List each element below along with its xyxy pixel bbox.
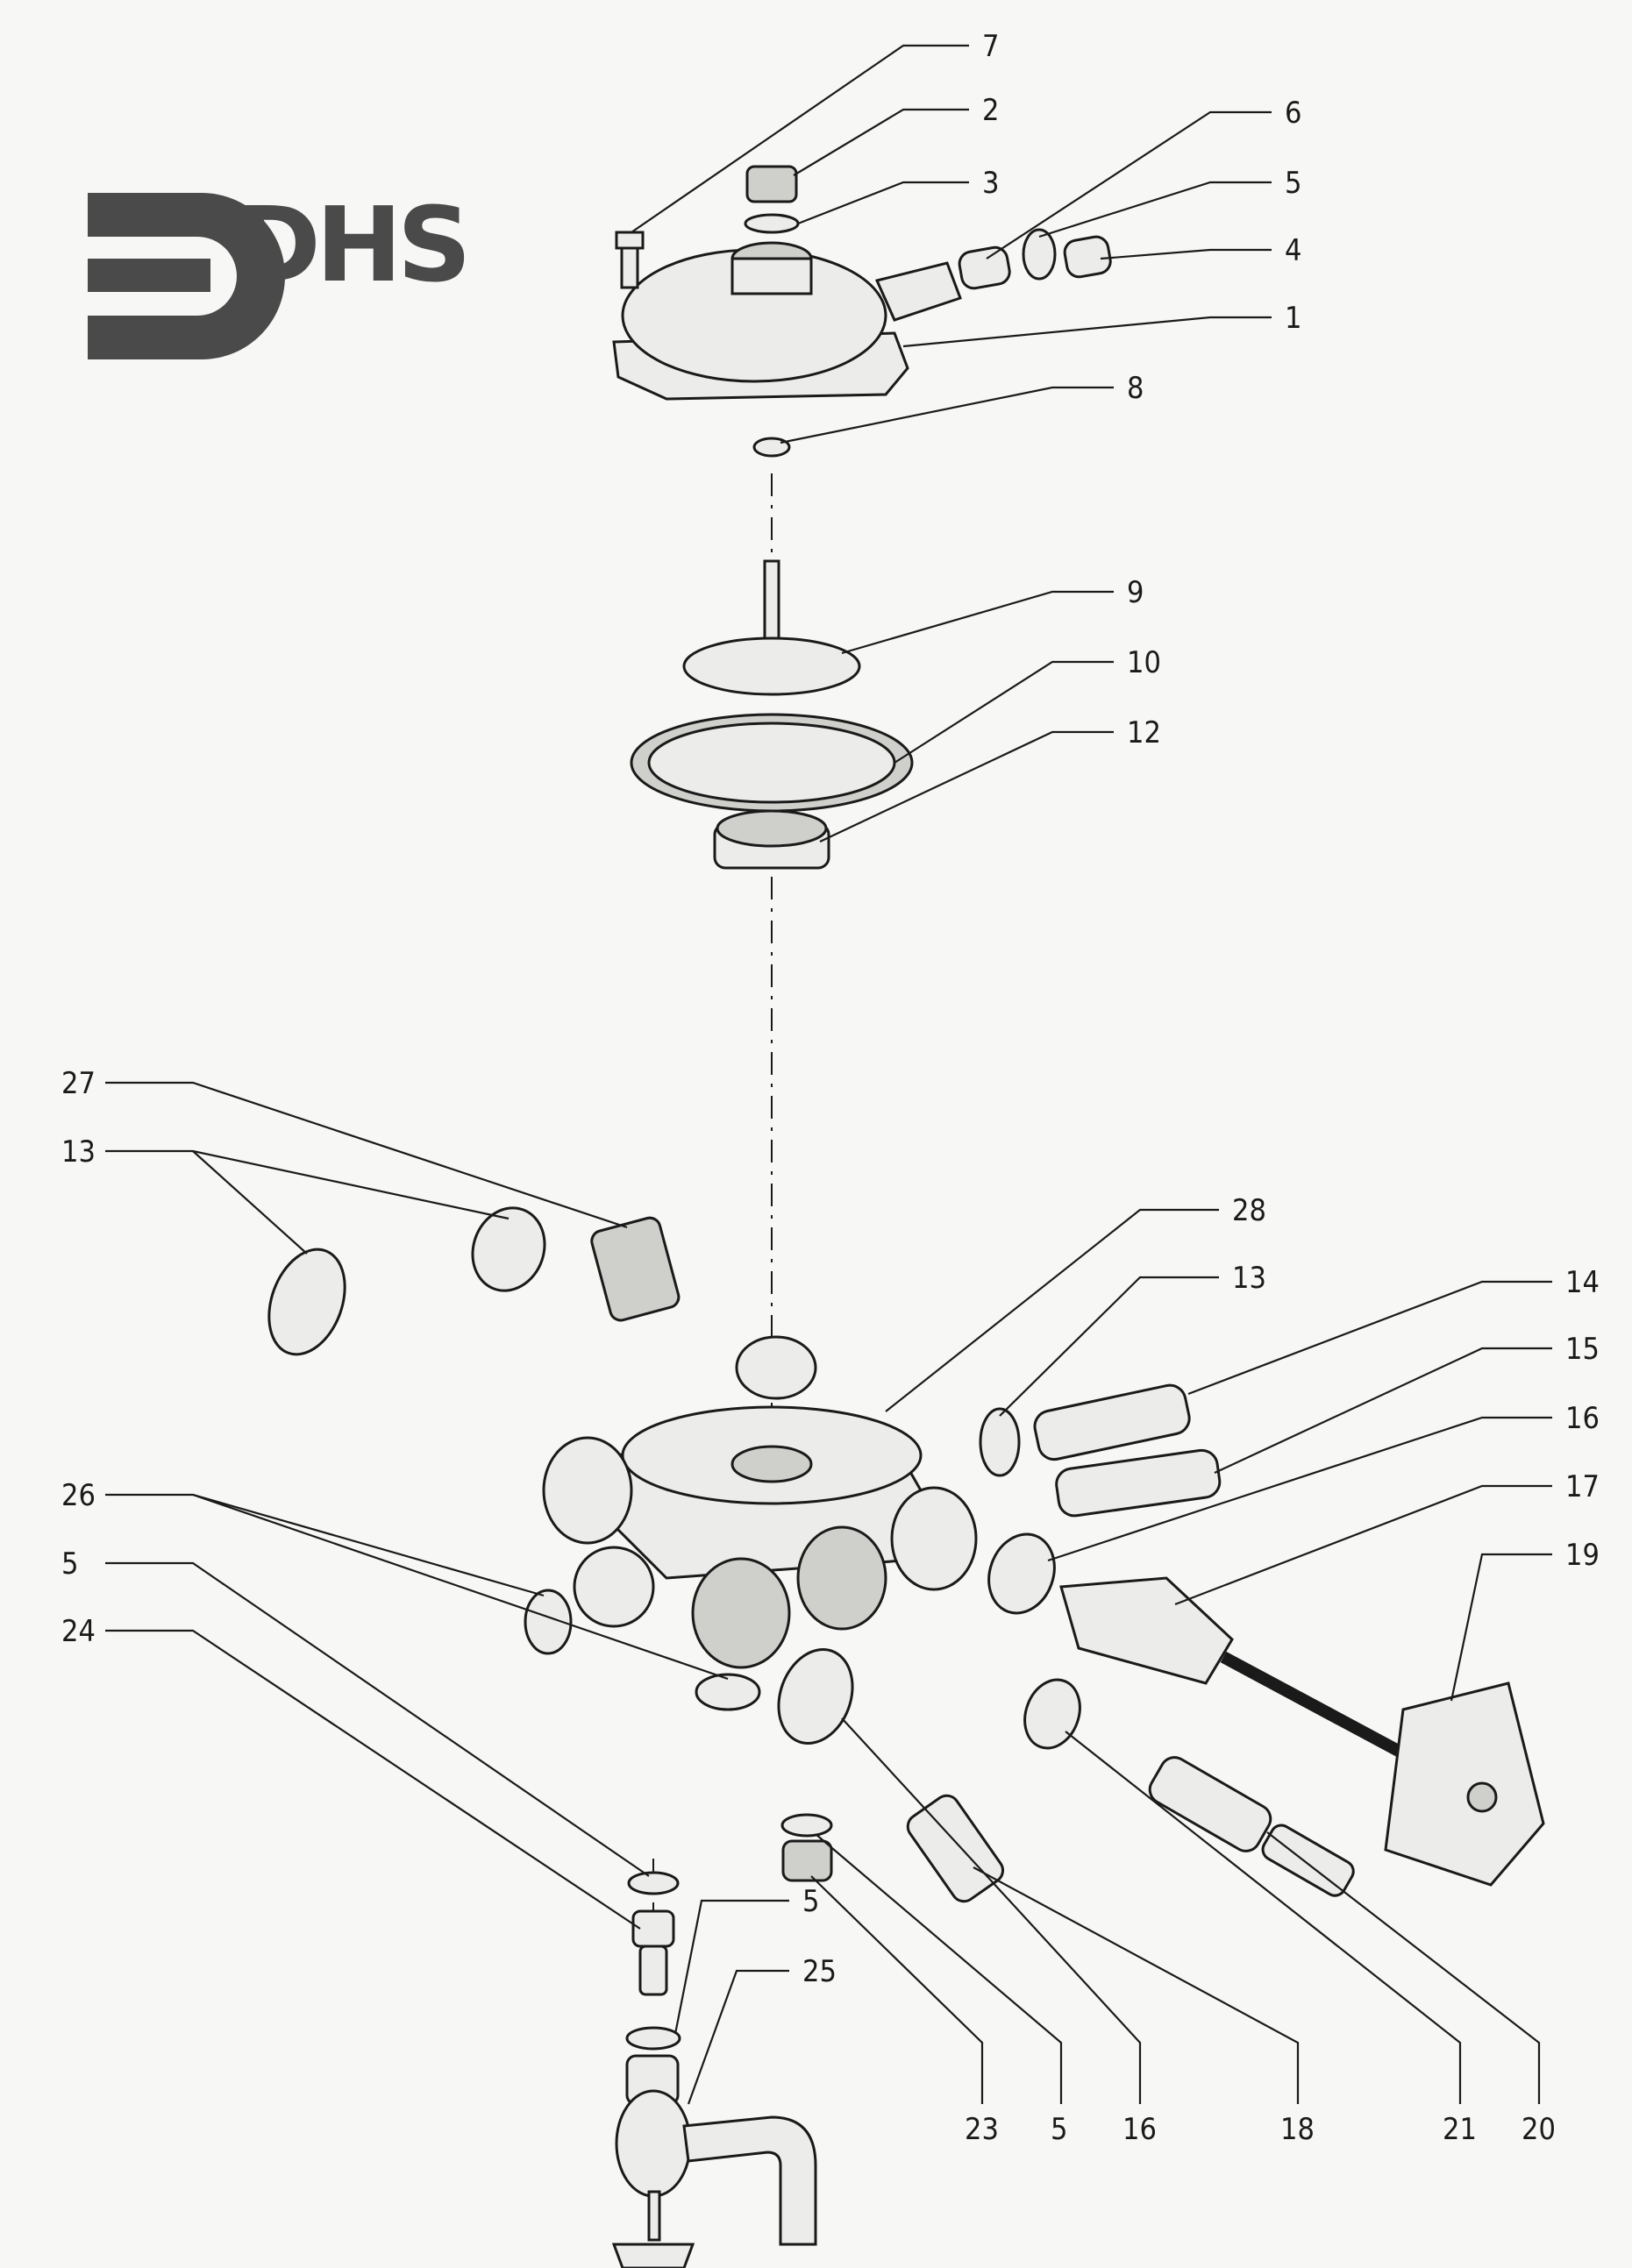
- callout-24: 24: [61, 1614, 96, 1649]
- drain-cock-part: [611, 2054, 817, 2268]
- valve-body-part: [542, 1335, 978, 1669]
- callout-14: 14: [1565, 1265, 1600, 1300]
- o-ring-part: [524, 1589, 573, 1655]
- callout-5b: 5: [61, 1546, 78, 1582]
- callout-4: 4: [1285, 233, 1301, 268]
- o-ring-part: [695, 1673, 761, 1711]
- callout-23: 23: [965, 2112, 999, 2147]
- hose-fitting-part: [1055, 1448, 1222, 1518]
- callout-9: 9: [1127, 575, 1144, 610]
- callout-3: 3: [982, 166, 999, 201]
- callout-15: 15: [1565, 1332, 1600, 1367]
- callout-5: 5: [1285, 166, 1301, 201]
- top-cover-part: [612, 241, 962, 401]
- callout-1: 1: [1285, 301, 1301, 336]
- callout-26: 26: [61, 1478, 96, 1513]
- side-fitting-parts: [958, 228, 1112, 290]
- o-ring-part: [777, 1648, 854, 1745]
- callout-20: 20: [1522, 2112, 1556, 2147]
- o-ring-part: [267, 1248, 346, 1356]
- o-ring-part: [987, 1532, 1056, 1615]
- callout-2: 2: [982, 93, 999, 128]
- callout-25: 25: [802, 1954, 837, 1989]
- callout-10: 10: [1127, 645, 1161, 680]
- diaphragm-part: [682, 559, 861, 696]
- o-ring-part: [1023, 1678, 1081, 1750]
- o-ring-part: [471, 1206, 546, 1292]
- washer-part: [752, 437, 791, 458]
- callout-27: 27: [61, 1066, 96, 1101]
- washer-part: [780, 1813, 833, 1838]
- nipple-part: [906, 1794, 1004, 1903]
- logo-text: DHS: [235, 184, 467, 305]
- callout-5d: 5: [1051, 2112, 1067, 2147]
- callout-16b: 16: [1122, 2112, 1157, 2147]
- o-ring-part: [979, 1407, 1021, 1477]
- callout-5c: 5: [802, 1884, 819, 1919]
- callout-17: 17: [1565, 1469, 1600, 1504]
- callout-18: 18: [1280, 2112, 1315, 2147]
- leader-lines: [105, 44, 1552, 2105]
- gasket-plate-part: [630, 713, 914, 813]
- screw-part: [615, 231, 645, 289]
- needle-screw-part: [1148, 1756, 1355, 1897]
- washer-part: [625, 2026, 681, 2051]
- callout-19: 19: [1565, 1538, 1600, 1573]
- callout-21: 21: [1443, 2112, 1477, 2147]
- filter-part: [590, 1216, 681, 1322]
- callout-12: 12: [1127, 715, 1161, 750]
- callout-28: 28: [1232, 1193, 1266, 1228]
- adapter-part: [631, 1909, 675, 1996]
- valve-handle-part: [1059, 1576, 1545, 1887]
- pipe-fitting-part: [1033, 1383, 1191, 1461]
- callout-16: 16: [1565, 1401, 1600, 1436]
- callout-13: 13: [61, 1134, 96, 1170]
- callout-13b: 13: [1232, 1261, 1266, 1296]
- callout-7: 7: [982, 29, 999, 64]
- callout-labels: 7 2 3 6 5 4 1 8 9 10 12 27 13 28 13 14 1…: [61, 29, 1600, 2147]
- cap-part: [744, 165, 800, 234]
- callout-6: 6: [1285, 96, 1301, 131]
- plug-part: [781, 1839, 833, 1882]
- callout-8: 8: [1127, 371, 1144, 406]
- dhs-logo: DHS: [88, 184, 472, 359]
- threaded-ring-part: [713, 809, 830, 870]
- washer-part: [627, 1871, 680, 1895]
